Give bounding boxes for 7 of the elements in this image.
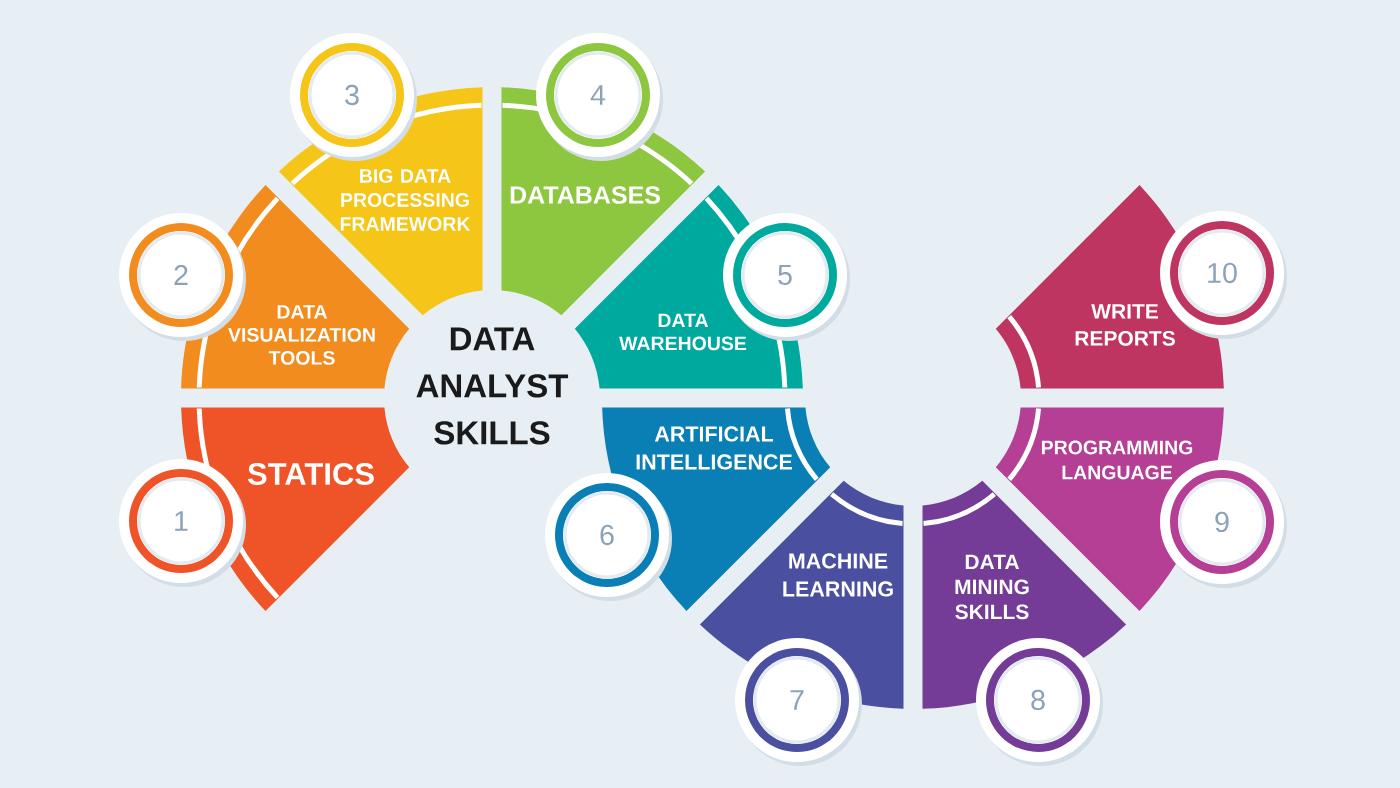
number-badge: 4 [536, 33, 663, 161]
number-badge: 8 [976, 638, 1103, 766]
number-badge: 1 [119, 459, 246, 587]
number-badge: 3 [290, 33, 417, 161]
number-badge: 7 [735, 638, 862, 766]
number-badge: 6 [545, 473, 672, 601]
title: DATA ANALYST SKILLS [416, 327, 569, 445]
